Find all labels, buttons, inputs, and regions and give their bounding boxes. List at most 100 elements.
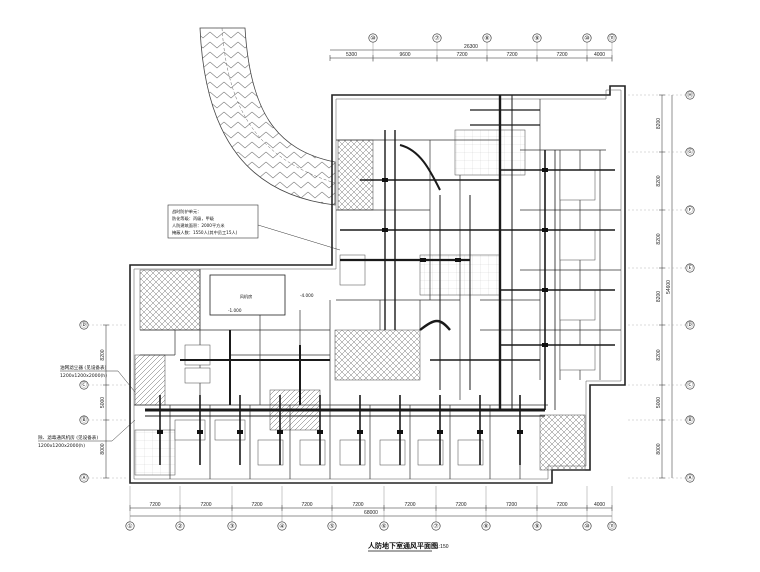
elevation-mark: -4.000 [300, 293, 314, 298]
right-axis-bubble-7-label: Ⓐ [687, 474, 693, 482]
bottom-dim-2: 7200 [251, 502, 262, 508]
right-axis-bubble-5-label: Ⓒ [687, 381, 693, 389]
bottom-total-dim: 68000 [364, 510, 378, 516]
top-axis-bubble-4-label: ⑩ [584, 35, 589, 42]
right-dim-1: 8200 [656, 175, 662, 186]
left-dim-0: 8200 [100, 349, 106, 360]
left-dim-1: 5000 [100, 397, 106, 408]
bottom-axis-bubble-5: ⑥ [379, 521, 389, 531]
right-axis-bubble-3-label: Ⓔ [687, 264, 693, 272]
bottom-axis-bubble-9: ⑩ [582, 521, 592, 531]
left-axis-bubble-3-label: Ⓐ [81, 474, 87, 482]
right-axis-bubble-1-label: Ⓖ [687, 148, 693, 156]
right-dim-3: 8200 [656, 291, 662, 302]
right-dim-6: 8000 [656, 443, 662, 454]
top-dim-4: 7200 [556, 52, 567, 58]
left-axis-bubble-1-label: Ⓒ [81, 381, 87, 389]
bottom-dim-4: 7200 [352, 502, 363, 508]
notes-line-2: 防化等级：丙级，甲级 [172, 215, 215, 222]
top-axis-bubble-3-label: ⑨ [534, 35, 539, 42]
bottom-dimension-line: 7200 7200 7200 7200 7200 7200 7200 7200 7200 4000… [125, 486, 617, 531]
bottom-axis-bubble-7: ⑧ [481, 521, 491, 531]
bottom-dim-6: 7200 [455, 502, 466, 508]
bottom-axis-bubble-8-label: ⑨ [534, 523, 539, 530]
callout-upper-title: 油网滤尘器 (见设备表) [60, 364, 107, 371]
callout-lower-title: 除、滤毒通风机房 (见设备表) [38, 434, 98, 441]
drawing-scale: 1:150 [436, 544, 449, 550]
bottom-dim-1: 7200 [200, 502, 211, 508]
bottom-axis-bubble-10-label: ⑪ [609, 522, 615, 530]
right-dim-5: 5000 [656, 397, 662, 408]
bottom-axis-bubble-7-label: ⑧ [483, 523, 488, 530]
left-axis-bubble-2: Ⓑ [79, 415, 89, 425]
bottom-axis-bubble-4: ⑤ [327, 521, 337, 531]
bottom-axis-bubble-6-label: ⑦ [433, 523, 438, 530]
right-axis-bubble-4-label: Ⓓ [687, 321, 693, 329]
building-outline [129, 85, 626, 484]
right-axis-bubble-0-label: Ⓗ [687, 91, 693, 99]
left-dim-2: 8000 [100, 443, 106, 454]
right-dimension-line: 8200 8200 8200 8200 8200 5000 8000 54600 Ⓗ Ⓖ Ⓕ Ⓔ Ⓓ Ⓒ Ⓑ… [628, 90, 695, 483]
bottom-axis-bubble-6: ⑦ [431, 521, 441, 531]
top-axis-bubble-0-label: ⑩ [370, 35, 375, 42]
fan-room: 风机房 -4.000 -1.000 [209, 274, 314, 316]
top-axis-bubble-0: ⑩ [368, 33, 378, 43]
notes-line-1: 战时防护单元： [172, 208, 201, 215]
bottom-axis-bubble-5-label: ⑥ [381, 523, 386, 530]
bottom-axis-bubble-9-label: ⑩ [584, 523, 589, 530]
left-axis-bubble-3: Ⓐ [79, 473, 89, 483]
top-axis-bubble-5: ⑪ [607, 33, 617, 43]
bottom-axis-bubble-3-label: ④ [279, 523, 284, 530]
interior-walls [134, 99, 621, 479]
bottom-dim-3: 7200 [301, 502, 312, 508]
left-axis-bubble-1: Ⓒ [79, 380, 89, 390]
right-axis-bubble-2-label: Ⓕ [687, 206, 693, 214]
notes-line-3: 人防建筑面积：2000平方米 [172, 222, 225, 229]
left-axis-bubble-0: Ⓓ [79, 320, 89, 330]
top-axis-bubble-3: ⑨ [532, 33, 542, 43]
callout-upper-size: 1200x1200x2000(h) [60, 373, 107, 379]
top-total-dim: 26300 [464, 44, 478, 50]
top-dim-0: 5300 [346, 52, 357, 58]
drawing-title: 人防地下室通风平面图 [368, 541, 438, 550]
bottom-axis-bubble-4-label: ⑤ [329, 523, 334, 530]
right-axis-bubble-7: Ⓐ [685, 473, 695, 483]
bottom-axis-bubble-8: ⑨ [532, 521, 542, 531]
left-axis-bubble-0-label: Ⓓ [81, 321, 87, 329]
fan-room-label: 风机房 [240, 293, 253, 300]
elevation-mark-2: -1.000 [228, 308, 242, 313]
bottom-axis-bubble-10: ⑪ [607, 521, 617, 531]
left-axis-bubble-2-label: Ⓑ [81, 416, 87, 424]
right-axis-bubble-2: Ⓕ [685, 205, 695, 215]
right-axis-bubble-6-label: Ⓑ [687, 416, 693, 424]
right-dim-4: 8200 [656, 349, 662, 360]
bottom-dim-9: 4000 [594, 502, 605, 508]
bottom-dim-0: 7200 [149, 502, 160, 508]
notes-box: 战时防护单元： 防化等级：丙级，甲级 人防建筑面积：2000平方米 掩蔽人数：1… [167, 204, 341, 251]
right-total-dim: 54600 [666, 280, 672, 294]
bottom-axis-bubble-0-label: ① [127, 523, 132, 530]
right-axis-bubble-5: Ⓒ [685, 380, 695, 390]
bottom-dim-5: 7200 [404, 502, 415, 508]
top-axis-bubble-5-label: ⑪ [609, 34, 615, 42]
bottom-dim-7: 7200 [506, 502, 517, 508]
right-axis-bubble-1: Ⓖ [685, 147, 695, 157]
bottom-axis-bubble-2: ③ [227, 521, 237, 531]
right-axis-bubble-0: Ⓗ [685, 90, 695, 100]
top-dim-1: 9600 [399, 52, 410, 58]
top-axis-bubble-1-label: ⑦ [434, 35, 439, 42]
bottom-axis-bubble-1-label: ② [177, 523, 182, 530]
notes-line-4: 掩蔽人数：1550人(其中员工15人) [172, 229, 238, 236]
right-dim-0: 8200 [656, 118, 662, 129]
right-dim-2: 8200 [656, 233, 662, 244]
hatched-zones [134, 129, 586, 476]
top-axis-bubble-2-label: ⑧ [484, 35, 489, 42]
bottom-dim-8: 7200 [556, 502, 567, 508]
air-terminals [157, 168, 548, 434]
top-axis-bubble-4: ⑩ [582, 33, 592, 43]
bottom-axis-bubble-0: ① [125, 521, 135, 531]
right-axis-bubble-6: Ⓑ [685, 415, 695, 425]
top-axis-bubble-2: ⑧ [482, 33, 492, 43]
top-dim-5: 4000 [594, 52, 605, 58]
left-dimension-line: 8200 5000 8000 Ⓓ Ⓒ Ⓑ Ⓐ [79, 320, 128, 483]
